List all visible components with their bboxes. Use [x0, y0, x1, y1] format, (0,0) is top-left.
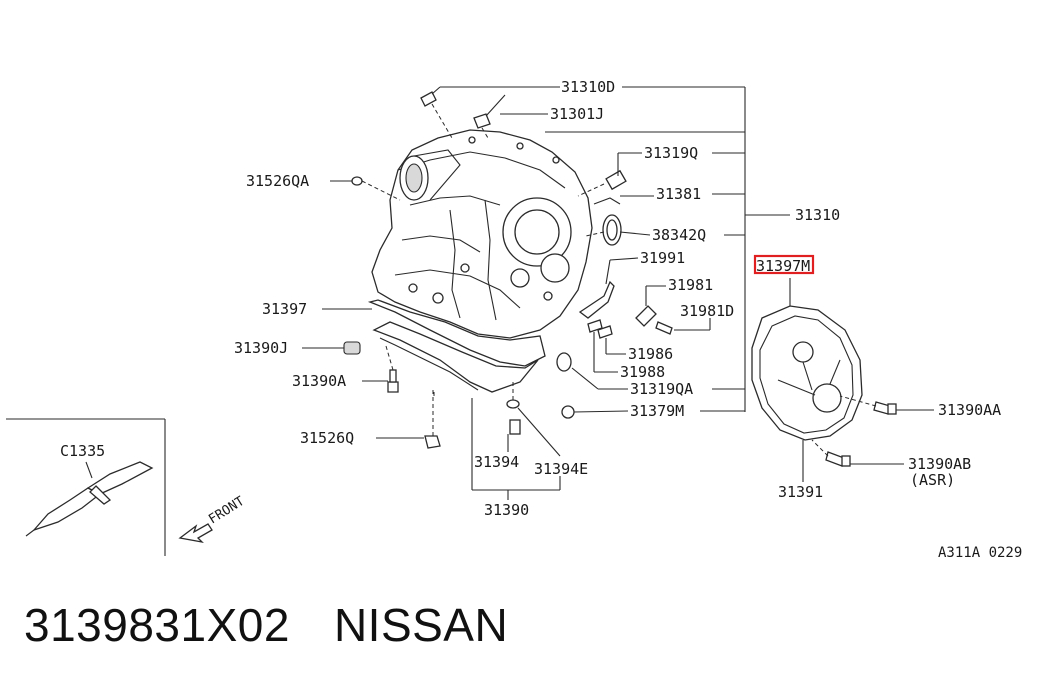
label-31991: 31991: [640, 249, 685, 267]
label-31981: 31981: [668, 276, 713, 294]
label-C1335: C1335: [60, 442, 105, 460]
label-31397: 31397: [262, 300, 307, 318]
label-31526QA: 31526QA: [246, 172, 309, 190]
transmission-case: [371, 129, 593, 339]
label-31394E: 31394E: [534, 460, 588, 478]
label-31301J: 31301J: [550, 105, 604, 123]
label-31319QA: 31319QA: [630, 380, 693, 398]
label-31391: 31391: [778, 483, 823, 501]
label-31390A: 31390A: [292, 372, 346, 390]
label-31381: 31381: [656, 185, 701, 203]
brand-name: NISSAN: [333, 599, 509, 651]
label-31390AA: 31390AA: [938, 401, 1001, 419]
highlight-box: [753, 254, 815, 275]
side-cover: [751, 305, 863, 441]
footer: 3139831X02 NISSAN: [24, 598, 508, 652]
diagram-reference-code: A311A 0229: [938, 545, 1022, 561]
label-31319Q: 31319Q: [644, 144, 698, 162]
label-ASR: (ASR): [910, 471, 955, 489]
inset-panel: [6, 418, 213, 556]
label-31310: 31310: [795, 206, 840, 224]
part-labels: 31310D 31301J 31319Q 31526QA 31381 31310…: [60, 78, 1022, 561]
label-31394: 31394: [474, 453, 519, 471]
label-FRONT: FRONT: [206, 494, 247, 528]
label-31988: 31988: [620, 363, 665, 381]
part-number: 3139831X02: [24, 599, 290, 651]
label-31986: 31986: [628, 345, 673, 363]
label-31981D: 31981D: [680, 302, 734, 320]
label-31526Q: 31526Q: [300, 429, 354, 447]
label-31379M: 31379M: [630, 402, 684, 420]
label-31390: 31390: [484, 501, 529, 519]
oil-pan: [367, 299, 546, 393]
label-31310D: 31310D: [561, 78, 615, 96]
label-31390J: 31390J: [234, 339, 288, 357]
leader-lines: [302, 86, 934, 500]
label-31397M: 31397M: [756, 257, 810, 275]
label-38342Q: 38342Q: [652, 226, 706, 244]
label-31390AB: 31390AB: [908, 455, 971, 473]
small-parts: [343, 91, 897, 467]
